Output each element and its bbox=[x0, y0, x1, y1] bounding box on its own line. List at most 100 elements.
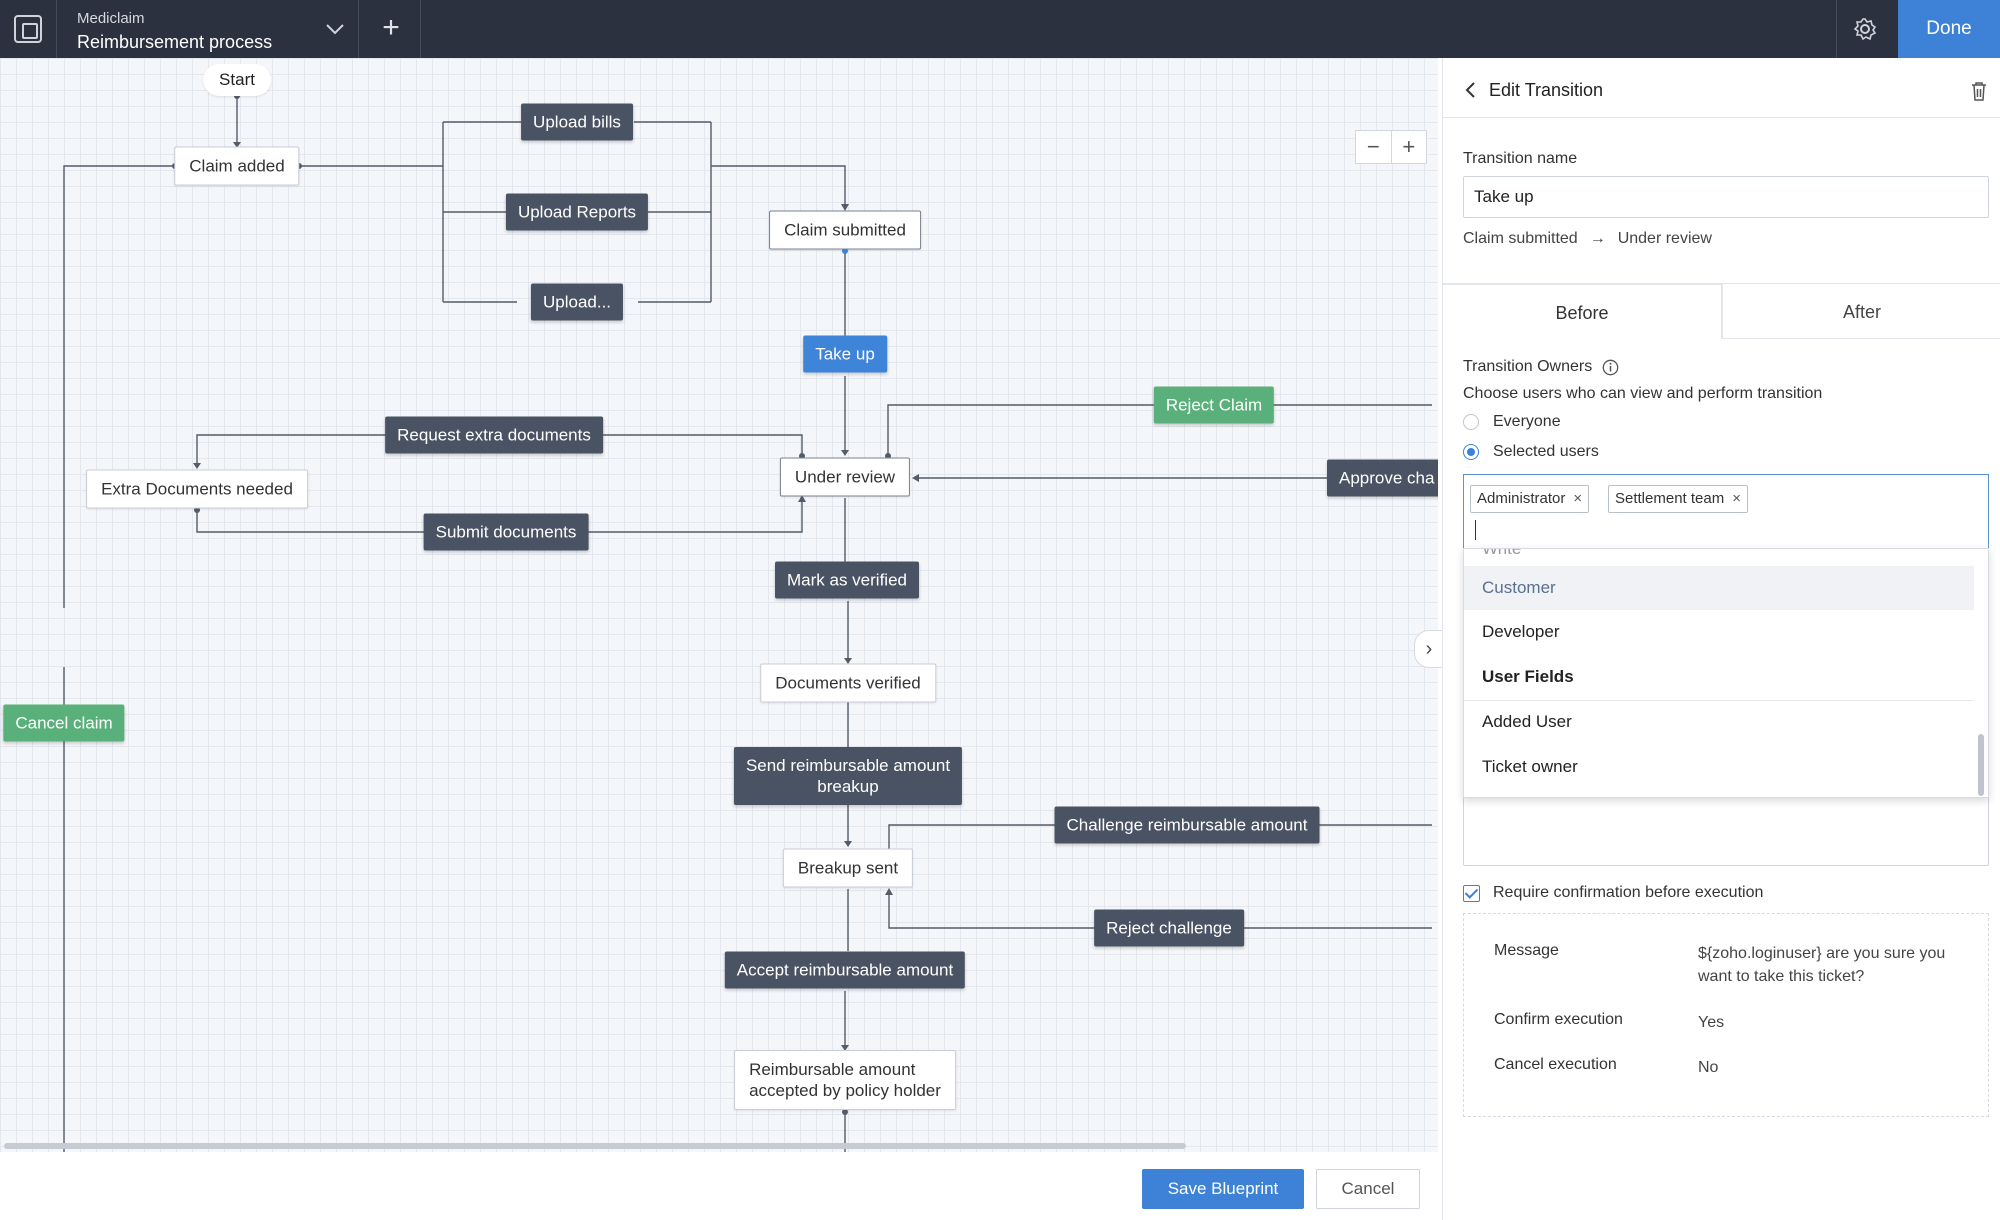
transition-challenge-reimbursable-amount[interactable]: Challenge reimbursable amount bbox=[1054, 806, 1320, 844]
dropdown-item-added-user[interactable]: Added User bbox=[1482, 712, 1572, 731]
divider bbox=[420, 0, 421, 58]
cancel-button[interactable]: Cancel bbox=[1316, 1169, 1420, 1209]
chevron-down-icon[interactable] bbox=[324, 18, 346, 40]
transition-upload-more[interactable]: Upload... bbox=[530, 283, 624, 321]
connector-dot bbox=[194, 507, 200, 513]
add-blueprint-icon[interactable]: + bbox=[382, 11, 400, 44]
dropdown-item-customer[interactable]: Customer bbox=[1464, 566, 1974, 610]
connector bbox=[888, 824, 1058, 851]
connector bbox=[196, 510, 424, 533]
arrow-right-icon: → bbox=[1589, 230, 1606, 247]
transition-submit-documents[interactable]: Submit documents bbox=[423, 513, 589, 551]
gear-icon[interactable] bbox=[1852, 16, 1878, 42]
radio-button[interactable] bbox=[1463, 414, 1479, 430]
zoom-out-button[interactable]: − bbox=[1356, 131, 1392, 163]
owner-chip[interactable]: Settlement team × bbox=[1608, 485, 1748, 513]
state-reimbursable-accepted[interactable]: Reimbursable amount accepted by policy h… bbox=[734, 1050, 956, 1110]
back-icon[interactable] bbox=[1461, 80, 1481, 100]
owner-chip[interactable]: Administrator× bbox=[1470, 485, 1590, 513]
dropdown-divider bbox=[1464, 700, 1974, 701]
edit-transition-panel: Edit Transition Transition name Claim su… bbox=[1442, 58, 2000, 1220]
radio-everyone[interactable]: Everyone bbox=[1463, 413, 1561, 431]
state-claim-added[interactable]: Claim added bbox=[174, 146, 300, 186]
owners-dropdown[interactable]: Write Customer Developer User Fields Add… bbox=[1463, 548, 1989, 798]
zoom-in-button[interactable]: + bbox=[1402, 134, 1416, 159]
module-name: Mediclaim bbox=[77, 10, 145, 27]
transition-upload-reports[interactable]: Upload Reports bbox=[505, 193, 649, 231]
state-claim-submitted[interactable]: Claim submitted bbox=[769, 210, 921, 250]
transition-reject-challenge[interactable]: Reject challenge bbox=[1094, 909, 1244, 947]
radio-button-selected[interactable] bbox=[1463, 444, 1479, 460]
radio-selected-users[interactable]: Selected users bbox=[1463, 443, 1599, 461]
message-line-1: ${zoho.loginuser} are you sure you bbox=[1698, 945, 1946, 962]
state-label-line-2: accepted by policy holder bbox=[749, 1081, 941, 1100]
arrowhead bbox=[841, 450, 849, 456]
connector bbox=[601, 434, 803, 456]
checkbox[interactable] bbox=[1463, 884, 1480, 902]
dropdown-scrollbar[interactable] bbox=[1978, 734, 1984, 796]
dropdown-item-cutoff[interactable]: Write bbox=[1482, 548, 1522, 558]
confirmation-settings: Message ${zoho.loginuser} are you sure y… bbox=[1463, 913, 1989, 1117]
start-node[interactable]: Start bbox=[203, 64, 271, 96]
message-line-2: want to take this ticket? bbox=[1698, 968, 1865, 985]
radio-selected-label: Selected users bbox=[1493, 443, 1599, 460]
close-icon[interactable]: × bbox=[1732, 490, 1741, 507]
horizontal-scrollbar[interactable] bbox=[4, 1143, 1186, 1149]
done-button[interactable]: Done bbox=[1898, 0, 2000, 58]
arrowhead bbox=[841, 1045, 849, 1051]
owners-multiselect-focus[interactable]: Administrator× Settlement team × bbox=[1463, 474, 1989, 548]
trash-icon[interactable] bbox=[1969, 80, 1989, 102]
require-confirmation[interactable]: Require confirmation before execution bbox=[1463, 884, 1763, 902]
transition-approve-claim[interactable]: Approve cha bbox=[1327, 459, 1438, 497]
top-bar: Mediclaim Reimbursement process + Done bbox=[0, 0, 2000, 58]
transition-request-extra-documents[interactable]: Request extra documents bbox=[385, 416, 603, 454]
connector bbox=[887, 404, 1156, 454]
arrowhead bbox=[912, 474, 919, 482]
confirm-execution-value[interactable]: Yes bbox=[1698, 1014, 1725, 1031]
transition-take-up[interactable]: Take up bbox=[803, 335, 887, 373]
close-icon[interactable]: × bbox=[1573, 490, 1583, 507]
cancel-execution-value[interactable]: No bbox=[1698, 1059, 1719, 1076]
blueprint-icon[interactable] bbox=[14, 15, 42, 43]
state-breakup-sent[interactable]: Breakup sent bbox=[782, 848, 914, 888]
blueprint-title[interactable]: Reimbursement process bbox=[77, 32, 273, 52]
transition-cancel-claim[interactable]: Cancel claim bbox=[3, 704, 125, 742]
state-under-review[interactable]: Under review bbox=[779, 457, 911, 497]
arrowhead bbox=[844, 841, 852, 847]
info-icon[interactable] bbox=[1602, 359, 1619, 376]
state-extra-documents-needed[interactable]: Extra Documents needed bbox=[86, 469, 308, 509]
connector bbox=[588, 498, 803, 533]
divider bbox=[358, 0, 359, 58]
require-confirmation-label: Require confirmation before execution bbox=[1493, 884, 1764, 901]
divider bbox=[1443, 117, 2000, 118]
transition-send-reimbursable-breakup[interactable]: Send reimbursable amount breakup bbox=[733, 747, 963, 805]
dropdown-group-user-fields: User Fields bbox=[1482, 667, 1574, 686]
dropdown-item-ticket-owner[interactable]: Ticket owner bbox=[1482, 757, 1578, 776]
dropdown-item-developer[interactable]: Developer bbox=[1482, 622, 1560, 641]
save-blueprint-button[interactable]: Save Blueprint bbox=[1142, 1169, 1304, 1209]
connector bbox=[888, 891, 1097, 929]
blueprint-canvas[interactable]: Start Claim added Upload bills Upload Re… bbox=[0, 58, 1438, 1152]
transition-upload-bills[interactable]: Upload bills bbox=[521, 103, 633, 141]
text-caret bbox=[1475, 520, 1476, 540]
connector bbox=[196, 434, 388, 467]
tab-before[interactable]: Before bbox=[1443, 283, 1722, 339]
confirm-execution-label: Confirm execution bbox=[1494, 1011, 1623, 1028]
zoom-controls: − + bbox=[1355, 130, 1427, 164]
transition-mark-as-verified[interactable]: Mark as verified bbox=[775, 561, 919, 599]
message-value[interactable]: ${zoho.loginuser} are you sure you want … bbox=[1698, 942, 1945, 988]
transition-label-line-2: breakup bbox=[817, 777, 879, 796]
connector bbox=[711, 165, 846, 208]
chip-label: Settlement team bbox=[1615, 490, 1725, 507]
transition-accept-reimbursable-amount[interactable]: Accept reimbursable amount bbox=[724, 951, 966, 989]
selected-connector-dot bbox=[842, 248, 848, 254]
transition-reject-claim[interactable]: Reject Claim bbox=[1153, 386, 1275, 424]
state-documents-verified[interactable]: Documents verified bbox=[760, 663, 936, 703]
collapse-panel-button[interactable]: › bbox=[1414, 630, 1444, 668]
to-state: Under review bbox=[1617, 230, 1712, 247]
connector-lines bbox=[63, 80, 1432, 1152]
owners-label: Transition Owners bbox=[1463, 358, 1593, 375]
arrowhead bbox=[798, 495, 806, 502]
transition-name-input[interactable] bbox=[1463, 176, 1989, 218]
tab-after[interactable]: After bbox=[1722, 283, 2000, 339]
